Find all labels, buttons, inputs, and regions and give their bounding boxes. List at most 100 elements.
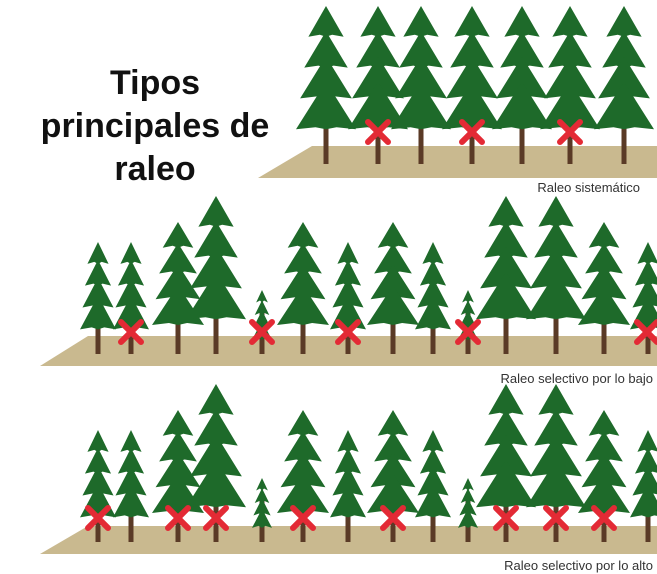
- tree-foliage: [374, 243, 412, 274]
- trees-high: [80, 384, 657, 542]
- tree-foliage: [492, 81, 552, 130]
- trees-systematic: [296, 6, 654, 164]
- tree-foliage: [84, 259, 112, 286]
- tree-foliage: [480, 434, 532, 477]
- tree-foliage: [252, 508, 272, 528]
- red-x-mark-icon: [591, 505, 617, 531]
- tree-foliage: [581, 264, 627, 300]
- tree-foliage: [280, 264, 326, 300]
- red-x-mark-icon: [290, 505, 316, 531]
- tree-foliage: [442, 81, 502, 130]
- tree-foliage: [253, 310, 271, 328]
- tree-foliage: [84, 447, 112, 474]
- tree-foliage: [367, 473, 419, 513]
- tree-foliage: [287, 410, 319, 436]
- tree-foliage: [377, 410, 409, 436]
- tree-foliage: [637, 242, 657, 264]
- tree-foliage: [374, 431, 412, 462]
- tree-foliage: [632, 465, 657, 496]
- tree-foliage: [446, 56, 498, 99]
- tree-foliage: [194, 221, 238, 258]
- tree: [80, 242, 116, 354]
- tree-foliage: [120, 430, 142, 452]
- tree-foliage: [526, 459, 586, 508]
- tree: [415, 430, 451, 542]
- red-x-mark-icon: [203, 505, 229, 531]
- tree-foliage: [253, 498, 271, 516]
- title-line-1: Tipos: [109, 64, 201, 102]
- tree: [186, 384, 246, 542]
- tree-foliage: [548, 31, 592, 68]
- caption-systematic: Raleo sistemático: [537, 180, 640, 195]
- tree-foliage: [460, 488, 476, 503]
- tree-foliage: [588, 222, 620, 248]
- tree-foliage: [462, 290, 474, 303]
- tree-foliage: [370, 452, 416, 488]
- tree-foliage: [87, 242, 109, 264]
- tree-foliage: [602, 31, 646, 68]
- caption-high: Raleo selectivo por lo alto: [504, 558, 653, 573]
- tree-foliage: [403, 6, 439, 37]
- tree-foliage: [534, 409, 578, 446]
- tree-foliage: [632, 277, 657, 308]
- tree-foliage: [296, 81, 356, 130]
- red-x-mark-icon: [165, 505, 191, 531]
- tree-foliage: [117, 259, 145, 286]
- tree-foliage: [460, 300, 476, 315]
- tree-foliage: [198, 384, 234, 415]
- tree: [492, 6, 552, 164]
- tree-foliage: [496, 56, 548, 99]
- tree: [458, 478, 478, 542]
- tree-foliage: [334, 259, 362, 286]
- tree-foliage: [540, 81, 600, 130]
- red-x-mark-icon: [118, 319, 144, 345]
- tree-foliage: [450, 31, 494, 68]
- tree: [296, 6, 356, 164]
- tree-foliage: [578, 285, 630, 325]
- tree-foliage: [417, 465, 449, 496]
- tree-foliage: [300, 56, 352, 99]
- tree-foliage: [488, 196, 524, 227]
- tree-foliage: [458, 508, 478, 528]
- tree-foliage: [530, 246, 582, 289]
- tree-foliage: [115, 465, 147, 496]
- tree-foliage: [526, 271, 586, 320]
- red-x-mark-icon: [335, 319, 361, 345]
- tree-foliage: [634, 259, 657, 286]
- tree-foliage: [538, 196, 574, 227]
- tree-foliage: [360, 6, 396, 37]
- tree-foliage: [356, 31, 400, 68]
- tree-foliage: [581, 452, 627, 488]
- tree-foliage: [422, 242, 444, 264]
- tree: [578, 222, 630, 354]
- diagram-title: Tipos principales de raleo: [10, 62, 300, 191]
- tree-foliage: [198, 196, 234, 227]
- red-x-mark-icon: [493, 505, 519, 531]
- tree: [442, 6, 502, 164]
- tree-foliage: [304, 31, 348, 68]
- tree-foliage: [82, 465, 114, 496]
- tree: [252, 478, 272, 542]
- tree-foliage: [606, 6, 642, 37]
- tree: [152, 222, 204, 354]
- tree-foliage: [159, 431, 197, 462]
- tree: [476, 384, 536, 542]
- tree: [526, 384, 586, 542]
- tree-foliage: [80, 483, 116, 518]
- title-line-3: raleo: [114, 150, 196, 188]
- caption-low: Raleo selectivo por lo bajo: [501, 371, 653, 386]
- tree-foliage: [280, 452, 326, 488]
- tree-foliage: [113, 483, 149, 518]
- tree-foliage: [462, 478, 474, 491]
- tree: [348, 6, 408, 164]
- red-x-mark-icon: [85, 505, 111, 531]
- tree-foliage: [284, 431, 322, 462]
- tree-foliage: [417, 277, 449, 308]
- tree-foliage: [415, 295, 451, 330]
- tree: [80, 430, 116, 542]
- tree-foliage: [395, 56, 447, 99]
- tree-foliage: [256, 478, 268, 491]
- red-x-mark-icon: [543, 505, 569, 531]
- tree-foliage: [332, 277, 364, 308]
